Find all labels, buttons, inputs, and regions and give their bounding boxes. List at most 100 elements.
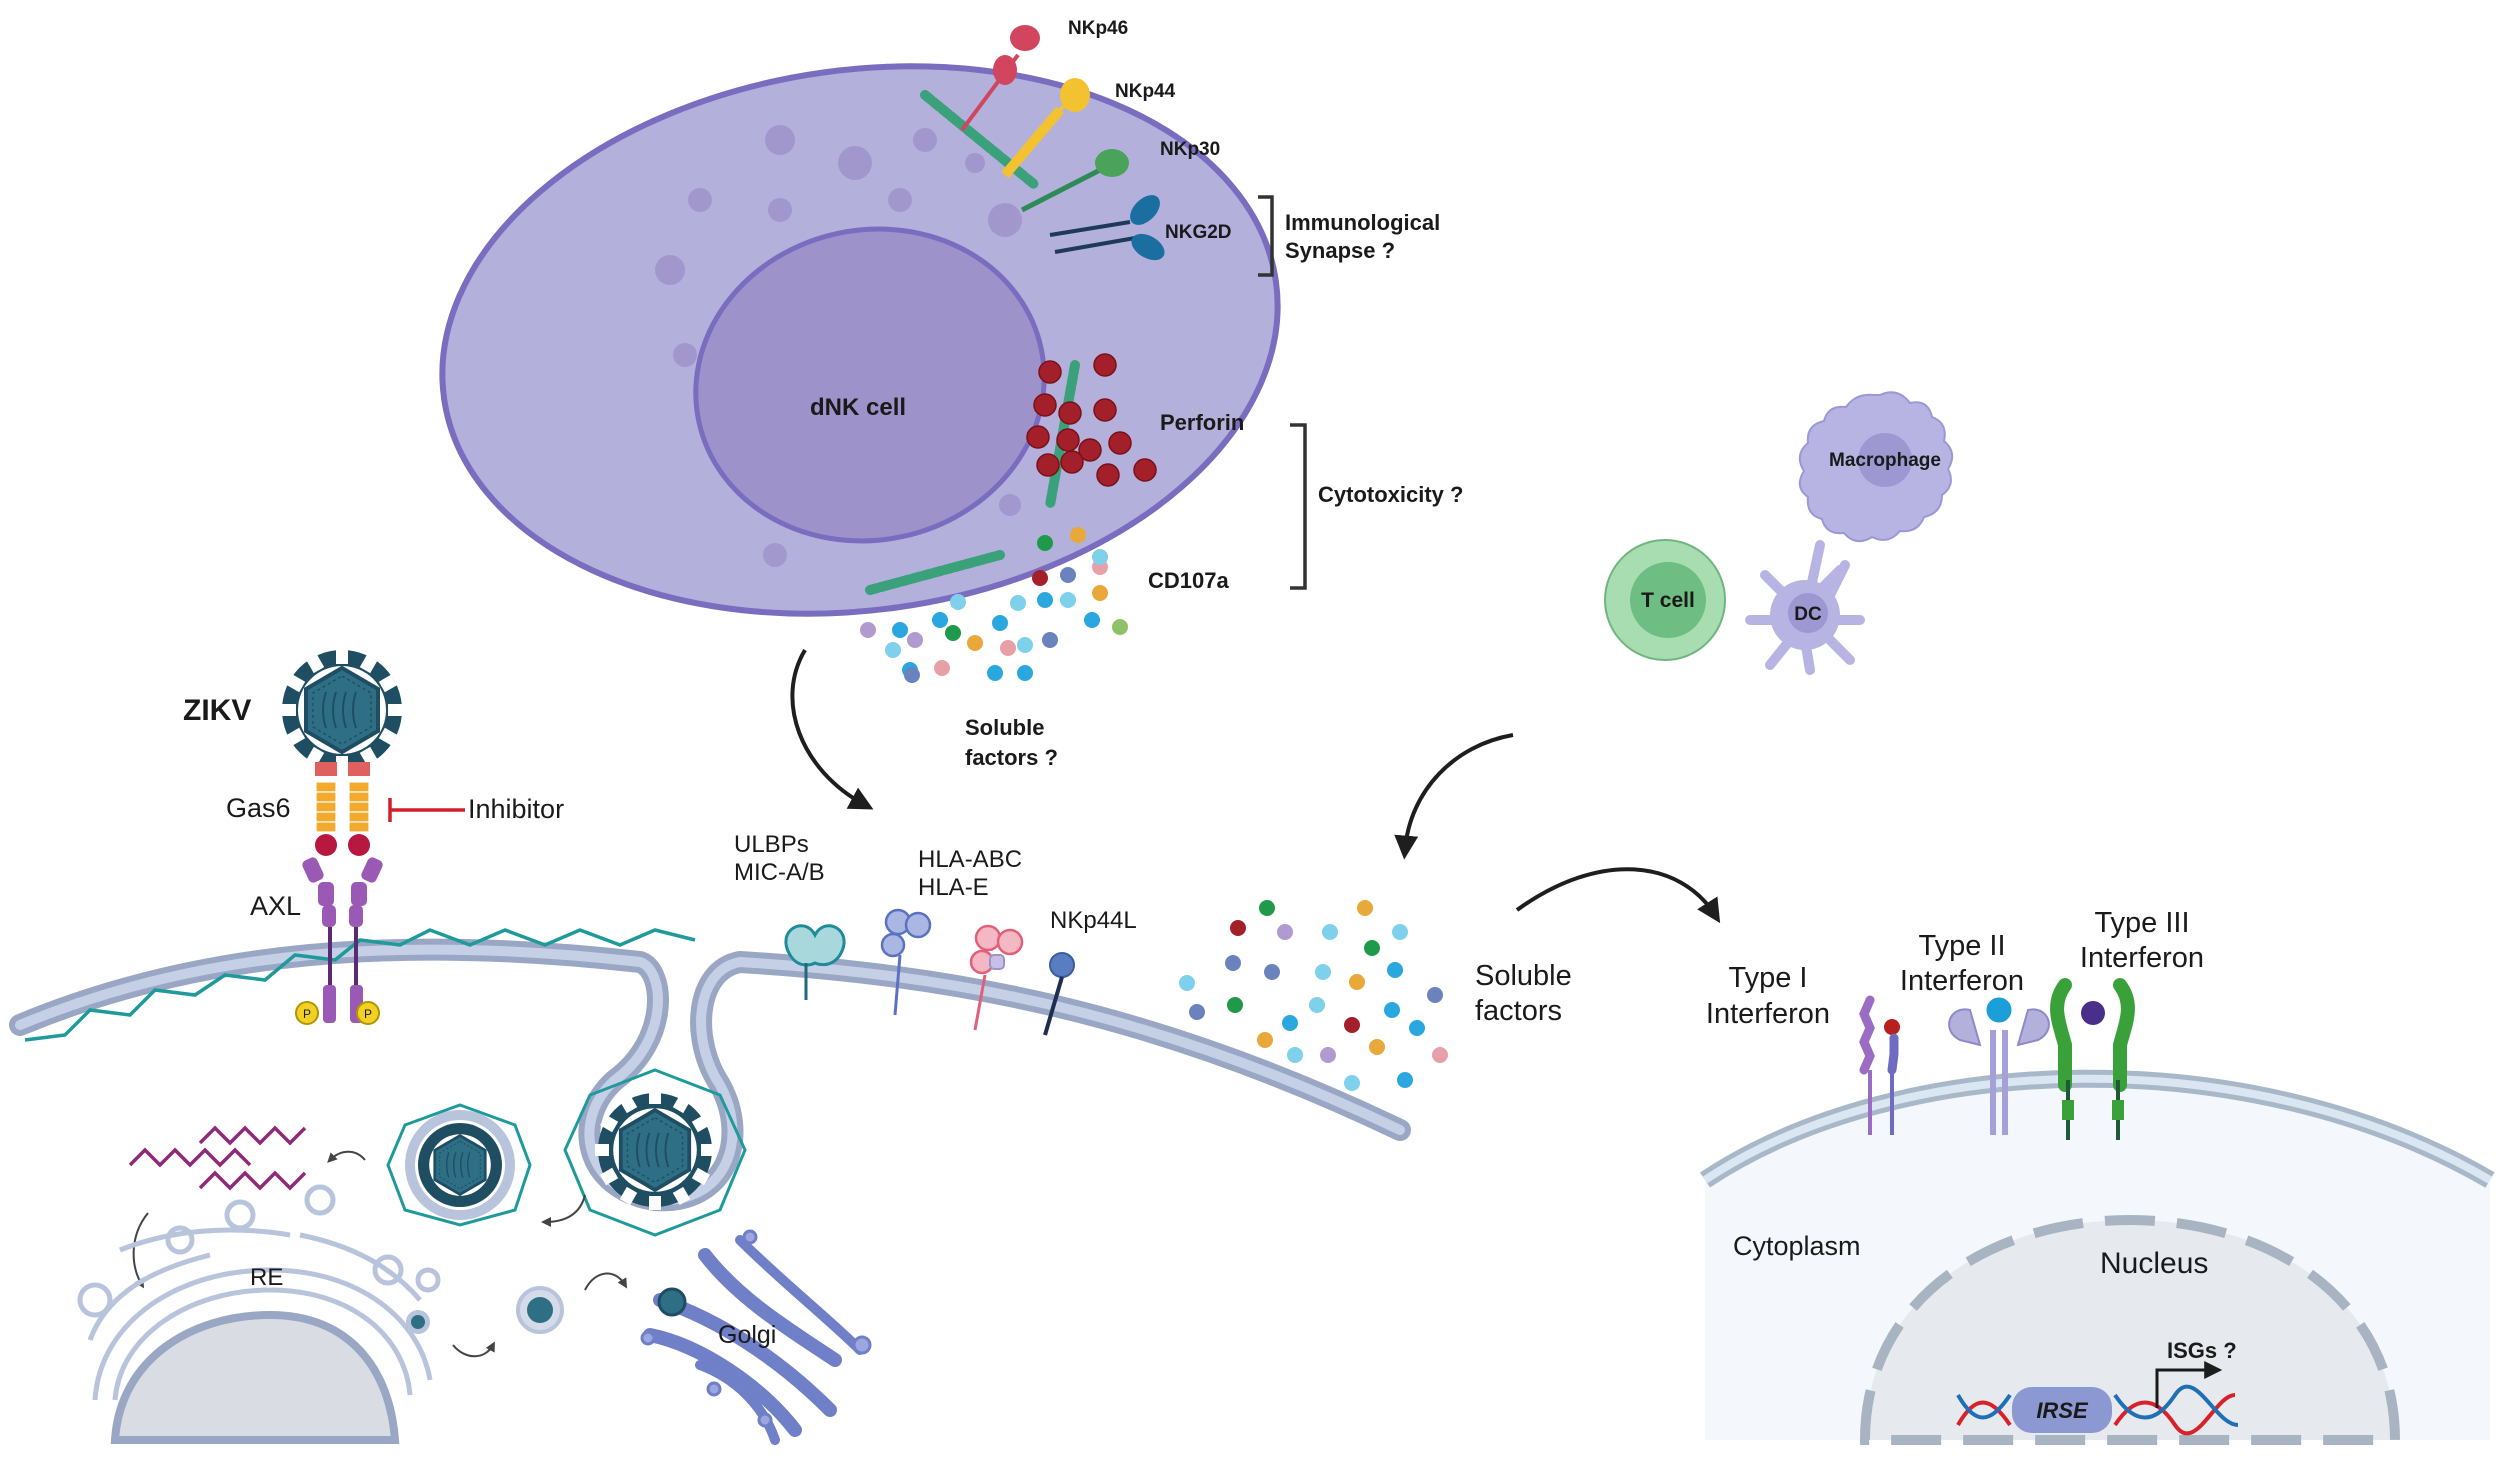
soluble-factor-dot	[945, 625, 961, 641]
nkp44l-ligand	[1043, 952, 1075, 1036]
nkp30-receptor	[1020, 149, 1129, 213]
phospho-right: P	[356, 1001, 380, 1025]
gas6-label: Gas6	[226, 793, 291, 823]
target-nucleus	[1859, 1214, 2401, 1445]
soluble-factor-dot	[934, 660, 950, 676]
soluble-factor-dot	[1189, 1004, 1205, 1020]
cd107a-label: CD107a	[1148, 568, 1229, 593]
t-cell-nucleus	[1630, 562, 1706, 638]
phospho-left: P	[295, 1001, 319, 1025]
soluble-factor-dot	[987, 665, 1003, 681]
gas6-protein	[315, 762, 370, 856]
soluble-factor-dot	[1092, 585, 1108, 601]
cytotoxicity-label: Cytotoxicity ?	[1318, 482, 1463, 507]
soluble-factor-dot	[1060, 567, 1076, 583]
soluble-factor-dot	[1032, 570, 1048, 586]
nkp46-receptor	[960, 25, 1040, 132]
vesicle-small	[406, 1310, 430, 1334]
dnk-soluble-factors	[860, 527, 1128, 683]
soluble-factor-dot	[1409, 1020, 1425, 1036]
arrow-rna-to-re	[132, 1212, 149, 1289]
axl-receptor	[302, 857, 383, 1023]
nkg2d-receptor	[1049, 195, 1165, 261]
perforin-granules	[1026, 353, 1157, 487]
mica-label: MIC-A/B	[734, 859, 825, 886]
soluble-factor-dot	[1092, 549, 1108, 565]
phospho-label: P	[303, 1007, 311, 1021]
soluble-factor-dot	[892, 622, 908, 638]
arrow-immune-to-soluble	[1394, 733, 1514, 860]
soluble-factors-cluster	[1179, 900, 1448, 1091]
re-nucleus	[110, 1310, 400, 1444]
isgs-label: ISGs ?	[2167, 1338, 2237, 1363]
soluble-factor-dot	[1322, 924, 1338, 940]
soluble-factor-dot	[1060, 592, 1076, 608]
phospho-label: P	[364, 1007, 372, 1021]
macrophage: Macrophage	[1798, 391, 1954, 543]
soluble-factor-dot	[1277, 924, 1293, 940]
inhibitor-bar	[388, 798, 465, 822]
nkp44l-label: NKp44L	[1050, 907, 1137, 934]
hla-e-ligand	[969, 924, 1024, 1031]
arrow-soluble-to-target	[1515, 867, 1721, 924]
dnk-cell: dNK cell NKp46 NKp44 NKp30	[439, 18, 1463, 770]
nkg2d-label: NKG2D	[1165, 222, 1232, 243]
soluble-factor-dot	[1112, 619, 1128, 635]
soluble-factor-dot	[1344, 1075, 1360, 1091]
nkp44-label: NKp44	[1115, 81, 1176, 102]
irse-box	[2012, 1387, 2112, 1433]
soluble-factor-dot	[1042, 632, 1058, 648]
endocytic-vesicle	[563, 1068, 747, 1237]
dnk-soluble-label-line1: Soluble	[965, 715, 1044, 740]
early-endosome	[386, 1103, 532, 1227]
soluble-factor-dot	[1070, 527, 1086, 543]
type1-label-line1: Type I	[1729, 962, 1808, 994]
soluble-factor-dot	[1349, 974, 1365, 990]
clathrin-lattice	[24, 928, 696, 1042]
t-cell-label: T cell	[1641, 589, 1695, 612]
soluble-factor-dot	[1364, 940, 1380, 956]
soluble-factor-dot	[1017, 665, 1033, 681]
soluble-factor-dot	[1259, 900, 1275, 916]
dnk-cell-label: dNK cell	[810, 394, 906, 421]
soluble-factor-dot	[1227, 997, 1243, 1013]
viral-rna	[128, 1125, 307, 1191]
type1-label-line2: Interferon	[1706, 998, 1830, 1030]
type2-ifn-receptor	[1948, 994, 2050, 1135]
soluble-factor-dot	[907, 632, 923, 648]
type3-label-line1: Type III	[2094, 907, 2189, 939]
soluble-factor-dot	[1344, 1017, 1360, 1033]
synapse-bracket	[1258, 195, 1274, 277]
golgi-label: Golgi	[718, 1321, 776, 1349]
soluble-factor-dot	[1225, 955, 1241, 971]
soluble-factor-dot	[1315, 964, 1331, 980]
soluble-factor-dot	[1084, 612, 1100, 628]
soluble-factor-dot	[1432, 1047, 1448, 1063]
irse-label: IRSE	[2036, 1398, 2089, 1423]
soluble-factor-dot	[1230, 920, 1246, 936]
synapse-label-line1: Immunological	[1285, 210, 1440, 235]
soluble-factor-dot	[992, 615, 1008, 631]
dendritic-cell: DC	[1745, 540, 1865, 675]
type3-ifn-receptor	[2050, 978, 2135, 1140]
transcription-arrow	[2155, 1361, 2223, 1408]
soluble-factor-dot	[1037, 535, 1053, 551]
dna-helix	[1956, 1384, 2239, 1436]
soluble-factor-dot	[1309, 997, 1325, 1013]
type1-ifn-receptor	[1859, 995, 1900, 1135]
zikv-virion	[280, 648, 404, 772]
soluble-factor-dot	[1427, 987, 1443, 1003]
phosphate-icon	[356, 1001, 380, 1025]
type2-label-line1: Type II	[1918, 930, 2005, 962]
soluble-label-line1: Soluble	[1475, 960, 1572, 992]
nkp44-receptor	[1001, 78, 1090, 179]
dc-label: DC	[1794, 604, 1822, 625]
soluble-factor-dot	[1179, 975, 1195, 991]
arrow-vesicle-to-endosome	[541, 1194, 586, 1227]
arrow-dnk-to-ligands	[790, 648, 874, 810]
synapse-label-line2: Synapse ?	[1285, 238, 1395, 263]
nkp30-label: NKp30	[1160, 139, 1220, 160]
dnk-nucleus	[693, 226, 1047, 544]
type3-label-line2: Interferon	[2080, 942, 2204, 974]
